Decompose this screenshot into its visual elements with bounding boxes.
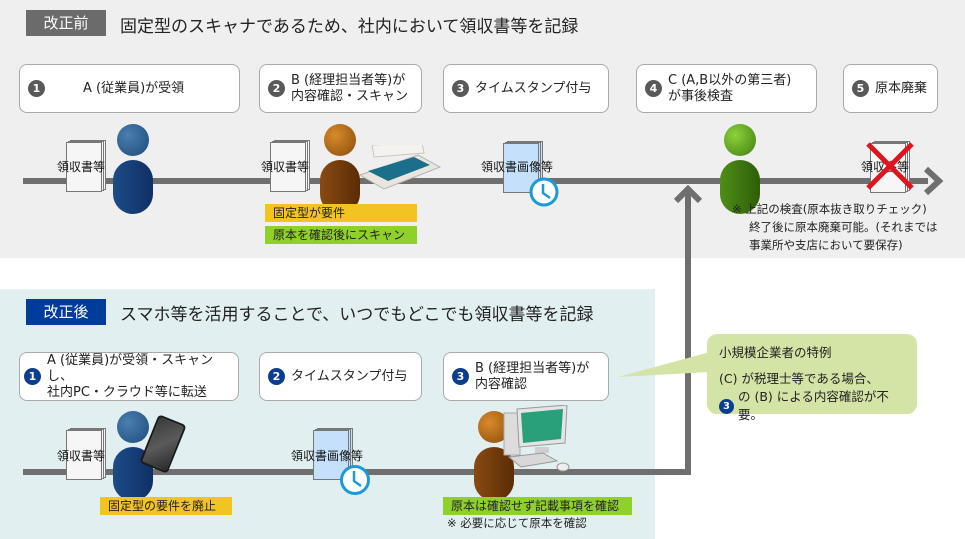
arrow-up-icon bbox=[673, 184, 703, 204]
small-business-callout: 小規模企業者の特例 (C) が税理士等である場合、 3 の (B) による内容確… bbox=[707, 334, 917, 422]
doc-label: 領収書画像等 bbox=[291, 449, 364, 463]
before-step-5: 5 原本廃棄 bbox=[843, 64, 938, 113]
step-label-line1: C (A,B以外の第三者) bbox=[668, 72, 792, 88]
step-label: 原本廃棄 bbox=[875, 80, 928, 96]
step-label: A (従業員)が受領 bbox=[83, 80, 185, 96]
before-step-4: 4 C (A,B以外の第三者)が事後検査 bbox=[636, 64, 817, 113]
fixed-required-badge: 固定型が要件 bbox=[265, 204, 417, 222]
before-step-3: 3 タイムスタンプ付与 bbox=[443, 64, 609, 113]
doc-label: 領収書等 bbox=[261, 160, 310, 174]
callout-line2: の (B) による内容確認が不要。 bbox=[738, 389, 889, 422]
step-label: タイムスタンプ付与 bbox=[475, 80, 592, 96]
before-timeline bbox=[23, 178, 928, 184]
step-label-line1: B (経理担当者等)が bbox=[291, 72, 406, 88]
doc-label: 領収書等 bbox=[57, 160, 106, 174]
before-step-1: 1 A (従業員)が受領 bbox=[19, 64, 240, 113]
optional-check-note: ※ 必要に応じて原本を確認 bbox=[447, 516, 587, 530]
abolished-requirement-badge: 固定型の要件を廃止 bbox=[100, 497, 232, 515]
step-number-icon: 1 bbox=[24, 368, 41, 385]
step-number-icon: 4 bbox=[645, 80, 662, 97]
clock-timestamp-icon bbox=[340, 465, 370, 495]
inspection-note-line2: 終了後に原本廃棄可能。(それまでは bbox=[749, 220, 938, 234]
step-number-icon: 2 bbox=[268, 368, 285, 385]
scanner-icon bbox=[358, 145, 442, 190]
doc-label: 領収書画像等 bbox=[481, 160, 554, 174]
doc-label: 領収書等 bbox=[57, 449, 106, 463]
discard-cross-icon bbox=[866, 142, 914, 190]
after-step-2: 2 タイムスタンプ付与 bbox=[259, 352, 422, 401]
before-panel bbox=[0, 0, 965, 258]
receipt-document-icon bbox=[66, 428, 106, 480]
step-number-icon: 3 bbox=[719, 398, 734, 414]
connector-line bbox=[685, 188, 691, 475]
step-number-icon: 2 bbox=[268, 80, 285, 97]
step-label: タイムスタンプ付与 bbox=[291, 368, 408, 384]
callout-title: 小規模企業者の特例 bbox=[719, 345, 832, 360]
receipt-document-icon bbox=[66, 140, 106, 192]
after-step-1: 1 A (従業員)が受領・スキャンし、社内PC・クラウド等に転送 bbox=[19, 352, 239, 401]
after-step-3: 3 B (経理担当者等)が内容確認 bbox=[443, 352, 609, 401]
third-party-person-icon bbox=[718, 124, 764, 214]
step-label-line2: が事後検査 bbox=[668, 88, 734, 104]
callout-line1: (C) が税理士等である場合、 bbox=[719, 371, 879, 386]
check-entries-badge: 原本は確認せず記載事項を確認 bbox=[443, 497, 632, 515]
clock-timestamp-icon bbox=[529, 177, 559, 207]
step-label-line2: 社内PC・クラウド等に転送 bbox=[47, 384, 207, 400]
step-label-line1: A (従業員)が受領・スキャンし、 bbox=[47, 352, 214, 384]
before-tag: 改正前 bbox=[26, 10, 106, 36]
step-number-icon: 5 bbox=[852, 80, 869, 97]
step-label-line2: 内容確認・スキャン bbox=[291, 88, 409, 104]
employee-person-icon bbox=[111, 124, 157, 214]
step-number-icon: 3 bbox=[452, 80, 469, 97]
step-number-icon: 1 bbox=[28, 80, 45, 97]
step-label-line2: 内容確認 bbox=[475, 376, 528, 392]
receipt-document-icon bbox=[270, 140, 310, 192]
step-number-icon: 3 bbox=[452, 368, 469, 385]
inspection-note-line3: 事業所や支店において要保存) bbox=[749, 238, 903, 252]
scan-after-check-badge: 原本を確認後にスキャン bbox=[265, 226, 417, 244]
inspection-note-line1: ※ 上記の検査(原本抜き取りチェック) bbox=[732, 202, 927, 216]
desktop-computer-icon bbox=[503, 405, 570, 472]
before-step-2: 2 B (経理担当者等)が内容確認・スキャン bbox=[259, 64, 422, 113]
before-heading: 固定型のスキャナであるため、社内において領収書等を記録 bbox=[120, 17, 579, 37]
callout-pointer bbox=[618, 352, 710, 377]
after-tag: 改正後 bbox=[26, 299, 106, 325]
step-label-line1: B (経理担当者等)が bbox=[475, 360, 590, 376]
arrow-right-icon bbox=[923, 166, 944, 196]
after-heading: スマホ等を活用することで、いつでもどこでも領収書等を記録 bbox=[120, 305, 594, 325]
